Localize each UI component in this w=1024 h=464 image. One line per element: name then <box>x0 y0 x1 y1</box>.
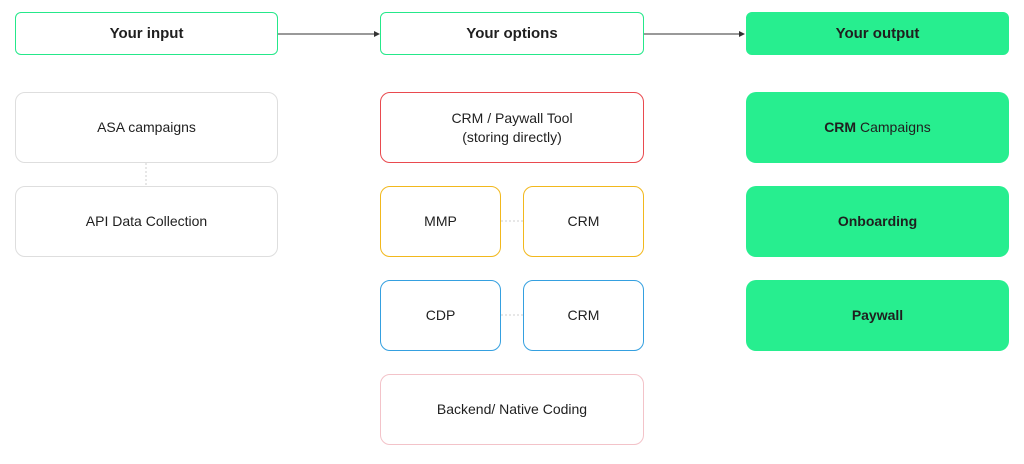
option-mmp-crm-label: CRM <box>567 213 600 229</box>
option-backend-native-coding-label: Backend/ Native Coding <box>436 401 588 417</box>
output-paywall: Paywall <box>746 280 1009 351</box>
input-asa-campaigns: ASA campaigns <box>15 92 278 163</box>
option-mmp: MMP <box>380 186 501 257</box>
header-your-output-label: Your output <box>835 25 920 42</box>
output-crm-campaigns-label: CRM Campaigns <box>824 118 931 137</box>
option-backend-native-coding: Backend/ Native Coding <box>380 374 644 445</box>
header-your-options-label: Your options <box>466 25 558 42</box>
output-crm-prefix: CRM <box>824 119 857 135</box>
header-your-input: Your input <box>15 12 278 55</box>
option-mmp-crm: CRM <box>523 186 644 257</box>
output-onboarding: Onboarding <box>746 186 1009 257</box>
output-onboarding-label: Onboarding <box>837 213 918 229</box>
option-crm-paywall-tool: CRM / Paywall Tool (storing directly) <box>380 92 644 163</box>
header-your-output: Your output <box>746 12 1009 55</box>
output-crm-campaigns: CRM Campaigns <box>746 92 1009 163</box>
option-cdp-crm: CRM <box>523 280 644 351</box>
output-paywall-label: Paywall <box>851 307 904 323</box>
option-mmp-label: MMP <box>424 213 457 229</box>
option-crm-paywall-tool-title: CRM / Paywall Tool <box>451 109 573 126</box>
input-api-data-collection: API Data Collection <box>15 186 278 257</box>
header-your-input-label: Your input <box>109 25 184 42</box>
option-cdp: CDP <box>380 280 501 351</box>
input-api-data-collection-label: API Data Collection <box>85 213 208 229</box>
output-crm-suffix: Campaigns <box>859 119 931 135</box>
input-asa-campaigns-label: ASA campaigns <box>97 119 196 135</box>
option-cdp-label: CDP <box>425 307 456 323</box>
header-your-options: Your options <box>380 12 644 55</box>
option-crm-paywall-tool-subtitle: (storing directly) <box>462 128 562 145</box>
option-cdp-crm-label: CRM <box>567 307 600 323</box>
